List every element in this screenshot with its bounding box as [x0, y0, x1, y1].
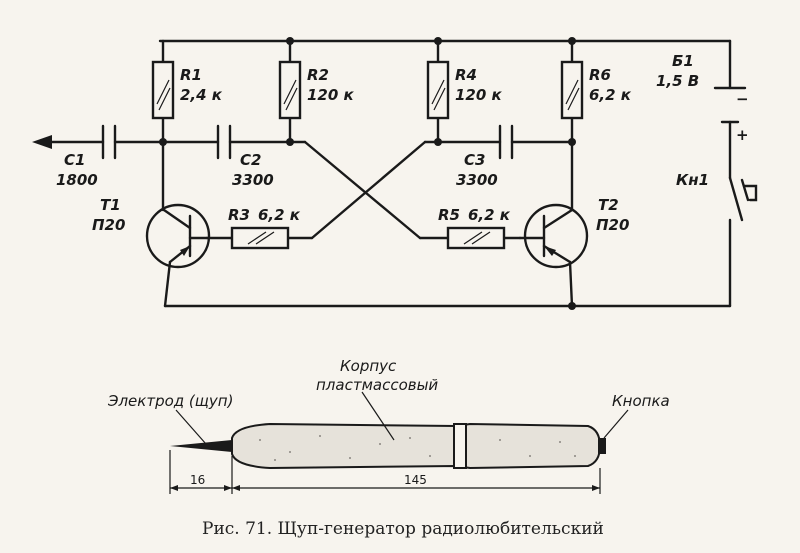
body-texture [259, 435, 576, 461]
svg-text:120 к: 120 к [455, 86, 503, 104]
svg-text:1800: 1800 [56, 171, 98, 189]
electrode-tip [170, 440, 232, 452]
svg-text:C3: C3 [464, 151, 485, 169]
wiring [38, 39, 732, 308]
svg-text:6,2 к: 6,2 к [258, 206, 301, 224]
svg-text:П20: П20 [92, 216, 125, 234]
resistor-r3 [230, 226, 290, 250]
output-arrow-icon [32, 135, 52, 149]
svg-text:6,2 к: 6,2 к [468, 206, 511, 224]
svg-text:R1: R1 [180, 66, 202, 84]
capacitor-c2 [216, 124, 232, 160]
switch-kn1 [728, 176, 758, 222]
svg-text:R5: R5 [438, 206, 460, 224]
button-label: Кнопка [612, 392, 670, 410]
button-cap [598, 438, 606, 454]
schematic-labels: R1 2,4 к R2 120 к R4 120 к R6 6,2 к R3 6… [56, 52, 749, 234]
junctions [159, 37, 576, 310]
probe-drawing: 16 145 Электрод (щуп) Корпус пластмассов… [107, 357, 670, 494]
svg-text:C1: C1 [64, 151, 85, 169]
dim-body: 145 [404, 473, 427, 487]
transistor-t1 [145, 203, 211, 269]
resistor-r6 [560, 60, 584, 120]
svg-text:−: − [736, 90, 749, 108]
svg-text:R2: R2 [307, 66, 329, 84]
body-label-1: Корпус [340, 357, 397, 375]
svg-text:+: + [736, 126, 749, 144]
svg-text:T2: T2 [598, 196, 619, 214]
electrode-label: Электрод (щуп) [107, 392, 233, 410]
capacitor-c3 [498, 124, 514, 160]
battery-b1 [713, 86, 747, 124]
svg-text:6,2 к: 6,2 к [589, 86, 632, 104]
resistor-r5 [446, 226, 506, 250]
svg-text:П20: П20 [596, 216, 629, 234]
svg-text:R3: R3 [228, 206, 250, 224]
resistor-r4 [426, 60, 450, 120]
svg-text:C2: C2 [240, 151, 261, 169]
resistor-r1 [151, 60, 175, 120]
probe-body [231, 422, 602, 470]
svg-text:Б1: Б1 [672, 52, 694, 70]
figure-caption: Рис. 71. Щуп-генератор радиолюбительский [202, 519, 604, 539]
resistor-r2 [278, 60, 302, 120]
svg-text:120 к: 120 к [307, 86, 355, 104]
svg-text:2,4 к: 2,4 к [180, 86, 223, 104]
svg-text:3300: 3300 [232, 171, 274, 189]
svg-text:Кн1: Кн1 [676, 171, 709, 189]
body-label-2: пластмассовый [316, 376, 438, 394]
dim-tip: 16 [190, 473, 205, 487]
svg-text:1,5 В: 1,5 В [656, 72, 699, 90]
svg-text:R6: R6 [589, 66, 611, 84]
capacitor-c1 [101, 124, 117, 160]
svg-text:T1: T1 [100, 196, 121, 214]
svg-text:3300: 3300 [456, 171, 498, 189]
transistor-t2 [518, 203, 589, 269]
svg-text:R4: R4 [455, 66, 477, 84]
